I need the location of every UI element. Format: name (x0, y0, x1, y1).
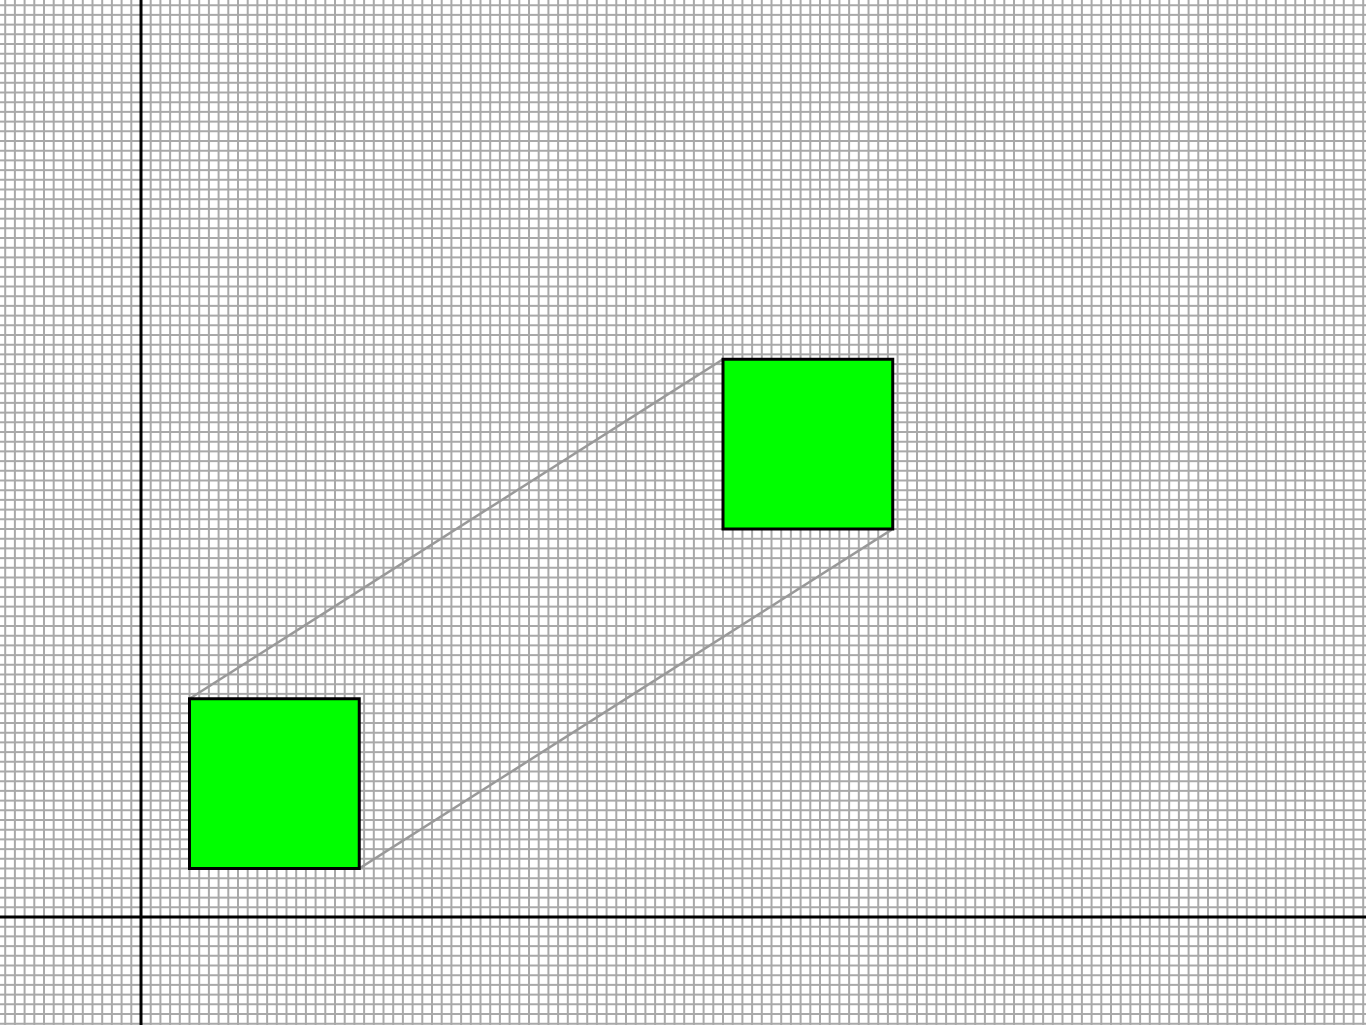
connector-line-bottom (358, 527, 894, 870)
original-square (188, 697, 361, 870)
translated-square (721, 357, 895, 531)
connector-line-top (188, 358, 724, 700)
shapes (188, 357, 895, 870)
translation-connectors (188, 358, 894, 870)
